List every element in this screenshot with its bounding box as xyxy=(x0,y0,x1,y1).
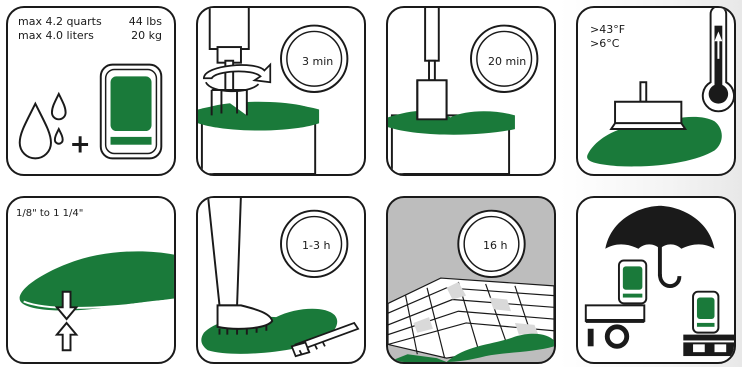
temperature-f: >43°F xyxy=(590,23,625,36)
thermometer-icon xyxy=(703,8,734,111)
weight-lbs: 44 lbs xyxy=(129,15,162,28)
weight-kg: 20 kg xyxy=(131,29,162,42)
panel-temperature: >43°F >6°C xyxy=(576,6,736,176)
tile-laying-graphic xyxy=(388,198,554,362)
powder-bag-icon xyxy=(101,65,162,159)
mix-time: 3 min xyxy=(302,55,333,68)
panel-mix-drill: 3 min xyxy=(196,6,366,176)
mixer-drill-icon xyxy=(210,8,249,115)
walk-on-graphic xyxy=(198,198,364,362)
pallet-icon xyxy=(586,305,645,346)
mix-drill-graphic xyxy=(198,8,364,174)
storage-graphic xyxy=(578,198,734,362)
stir-paddle-graphic xyxy=(388,8,554,174)
temperature-c: >6°C xyxy=(590,37,619,50)
layer-thickness-label: 1/8" to 1 1/4" xyxy=(16,207,83,220)
capacity-liters: max 4.0 liters xyxy=(18,29,94,42)
capacity-quarts: max 4.2 quarts xyxy=(18,15,102,28)
stir-time: 20 min xyxy=(488,55,526,68)
bucket-icon xyxy=(388,111,515,174)
plus-symbol: + xyxy=(70,129,91,159)
spiked-shoe-icon xyxy=(208,198,272,335)
green-layer-icon xyxy=(20,251,174,310)
bag-icon xyxy=(693,292,718,333)
walk-on-time: 1-3 h xyxy=(302,239,330,252)
panel-layer-thickness: 1/8" to 1 1/4" xyxy=(6,196,176,364)
layer-thickness-graphic xyxy=(8,198,174,362)
panel-walk-on: 1-3 h xyxy=(196,196,366,364)
panel-stir-paddle: 20 min xyxy=(386,6,556,176)
mixing-paddle-icon xyxy=(417,8,446,119)
trowel-icon xyxy=(611,82,685,129)
panel-mixing-ratio: + max 4.2 quarts max 4.0 liters 44 lbs 2… xyxy=(6,6,176,176)
pallet-icon xyxy=(683,335,734,356)
bucket-icon xyxy=(198,102,319,174)
panel-storage xyxy=(576,196,736,364)
bag-icon xyxy=(619,261,646,304)
water-drops-icon xyxy=(20,94,66,158)
panel-tile-laying: 16 h xyxy=(386,196,556,364)
tile-time: 16 h xyxy=(483,239,507,252)
rotation-arrow-icon xyxy=(204,65,270,92)
